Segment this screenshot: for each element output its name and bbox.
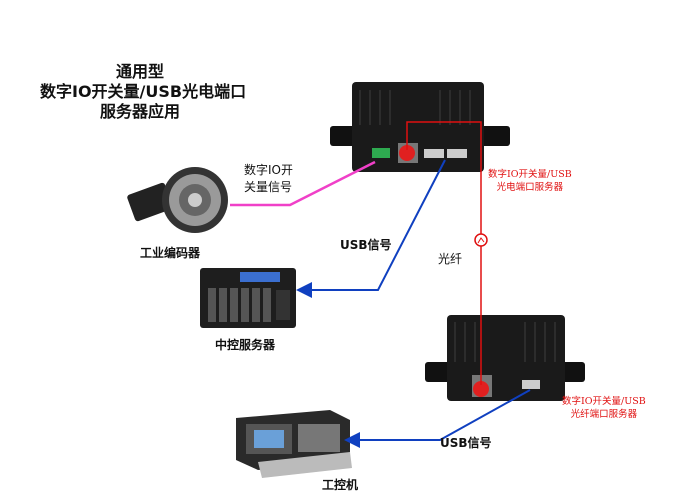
server-label: 中控服务器: [215, 338, 276, 352]
fiber-line: [406, 121, 482, 385]
label-line: 光纤端口服务器: [570, 409, 638, 420]
label-line: 数字IO开: [244, 163, 293, 177]
label-line: 数字IO开关量/USB: [488, 169, 572, 180]
ipc-label: 工控机: [322, 478, 359, 492]
top-device-image: [330, 82, 510, 172]
title-line: 服务器应用: [99, 102, 180, 121]
usb-line-bottom: [344, 389, 531, 448]
bottom-device-label: 数字IO开关量/USB 光纤端口服务器: [562, 395, 646, 421]
diagram-title: 通用型 数字IO开关量/USB光电端口 服务器应用: [40, 62, 247, 122]
industrial-encoder-image: [127, 167, 228, 233]
central-server-image: [200, 268, 296, 328]
industrial-pc-image: [236, 410, 352, 478]
fiber-label: 光纤: [438, 252, 463, 266]
io-signal-line: [230, 160, 376, 207]
usb-signal-label-bottom: USB信号: [440, 436, 492, 450]
label-line: 数字IO开关量/USB: [562, 396, 646, 407]
io-signal-label: 数字IO开 关量信号: [244, 162, 293, 196]
usb-line-top: [296, 159, 446, 298]
fiber-icon: [474, 233, 488, 247]
top-device-label: 数字IO开关量/USB 光电端口服务器: [488, 168, 572, 194]
usb-signal-label-top: USB信号: [340, 238, 392, 252]
bottom-device-image: [425, 315, 585, 401]
label-line: 光电端口服务器: [496, 182, 564, 193]
title-line: 数字IO开关量/USB光电端口: [40, 82, 247, 101]
encoder-label: 工业编码器: [140, 246, 201, 260]
label-line: 关量信号: [244, 180, 293, 194]
title-line: 通用型: [115, 62, 164, 81]
